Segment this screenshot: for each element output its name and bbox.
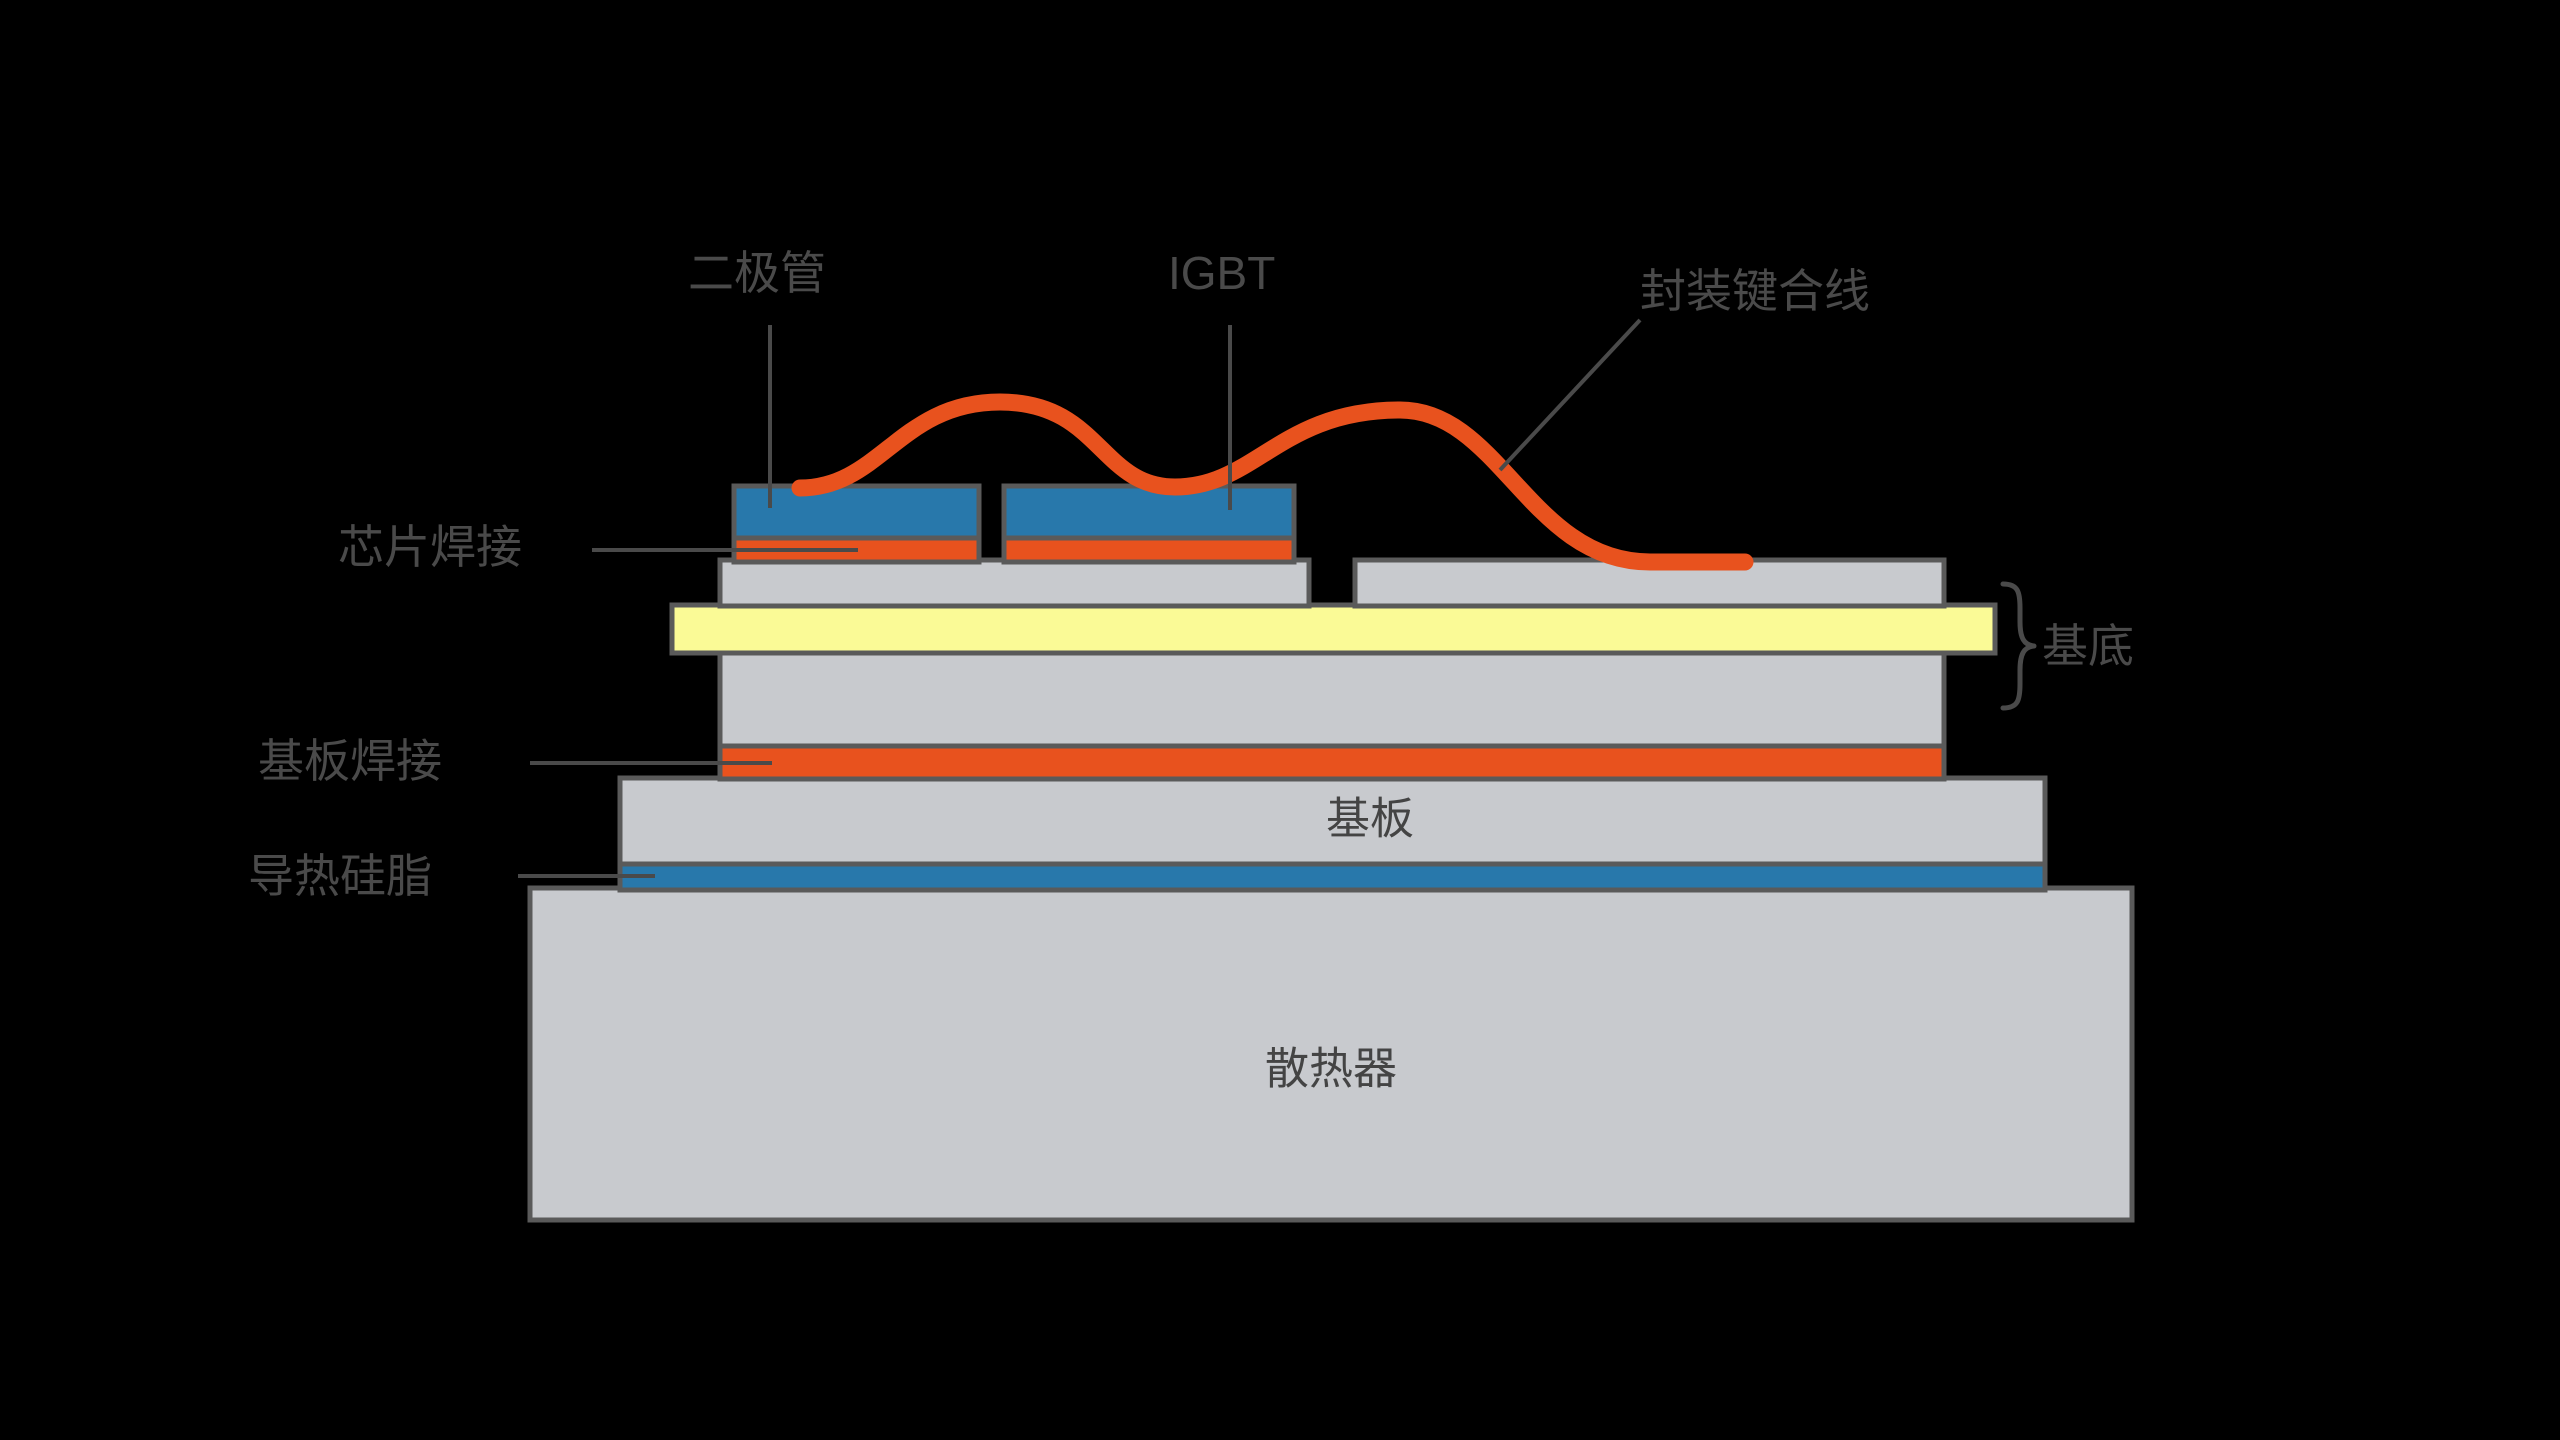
igbt-die xyxy=(1001,483,1297,541)
ceramic-insulator-layer xyxy=(669,602,1998,656)
bond-wire-callout-label: 封装键合线 xyxy=(1640,265,1870,317)
bond-wire-leader-line xyxy=(1498,318,1642,472)
substrate-brace xyxy=(2000,581,2037,711)
substrate-solder-callout-label: 基板焊接 xyxy=(258,735,442,787)
heatsink-label: 散热器 xyxy=(1265,1045,1397,1094)
baseplate-label: 基板 xyxy=(1326,795,1414,844)
substrate-brace-label: 基底 xyxy=(2042,620,2134,672)
die-attach-callout-label: 芯片焊接 xyxy=(338,521,522,573)
heatsink-block xyxy=(527,885,2135,1223)
thermal-grease-callout-label: 导热硅脂 xyxy=(248,850,432,902)
bond-wire-path xyxy=(791,393,1754,571)
lower-copper-layer xyxy=(717,648,1947,749)
diode-callout-label: 二极管 xyxy=(688,247,826,299)
thermal-grease-layer xyxy=(617,859,2048,893)
igbt-callout-label: IGBT xyxy=(1168,247,1275,299)
upper-copper-right-pad xyxy=(1352,557,1947,609)
substrate-solder-layer xyxy=(717,742,1947,782)
diode-die xyxy=(731,483,982,541)
upper-copper-left-pad xyxy=(717,557,1312,609)
